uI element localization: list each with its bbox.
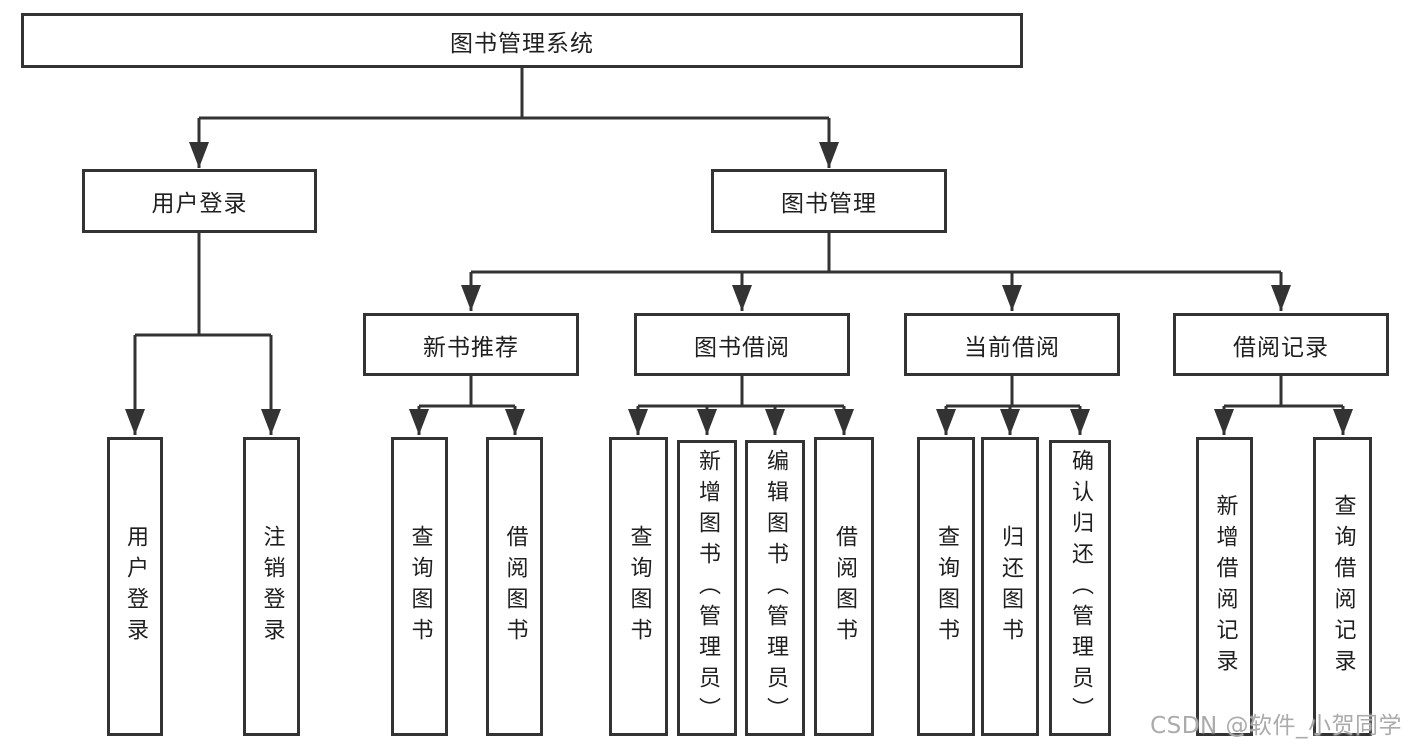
node-root-label: 图书管理系统 [450, 30, 594, 57]
leaf-borrow-books: 借阅图书 [814, 437, 874, 736]
leaf-label: 查询借阅记录 [1330, 493, 1356, 680]
node-borrow-records-label: 借阅记录 [1233, 334, 1329, 361]
node-book-management-label: 图书管理 [781, 191, 877, 217]
leaf-label: 确认归还（管理员） [1068, 448, 1093, 728]
watermark: CSDN @软件_小贺同学 [1150, 713, 1402, 739]
node-new-book-recommend: 新书推荐 [363, 313, 579, 376]
leaf-label: 查询图书 [934, 524, 959, 649]
leaf-query-borrow-record: 查询借阅记录 [1313, 437, 1372, 736]
leaf-query-books-borrow: 查询图书 [609, 437, 668, 736]
node-current-borrow-label: 当前借阅 [964, 334, 1060, 361]
node-user-login-label: 用户登录 [151, 191, 248, 217]
node-user-login: 用户登录 [82, 169, 317, 233]
node-current-borrow: 当前借阅 [904, 313, 1120, 376]
leaf-logout-label: 注销登录 [259, 524, 285, 649]
node-root: 图书管理系统 [21, 13, 1023, 68]
leaf-label: 编辑图书（管理员） [763, 448, 788, 728]
leaf-label: 新增借阅记录 [1212, 493, 1238, 680]
leaf-label: 新增图书（管理员） [695, 448, 720, 728]
node-new-book-recommend-label: 新书推荐 [423, 334, 519, 361]
node-book-management: 图书管理 [711, 169, 947, 233]
tree-rails [135, 66, 1343, 408]
leaf-label: 借阅图书 [832, 524, 857, 649]
leaf-borrow-books-recommend: 借阅图书 [486, 437, 543, 736]
leaf-query-books-recommend: 查询图书 [391, 437, 448, 736]
leaf-add-borrow-record: 新增借阅记录 [1196, 437, 1253, 736]
leaf-confirm-return-admin: 确认归还（管理员） [1049, 440, 1111, 736]
node-borrow-records: 借阅记录 [1173, 313, 1389, 376]
leaf-label: 借阅图书 [502, 524, 528, 649]
leaf-query-books-current: 查询图书 [917, 437, 975, 736]
leaf-label: 查询图书 [626, 524, 652, 649]
node-book-borrow: 图书借阅 [634, 313, 850, 376]
node-book-borrow-label: 图书借阅 [694, 334, 790, 361]
leaf-edit-books-admin: 编辑图书（管理员） [745, 440, 805, 736]
leaf-user-login-label: 用户登录 [123, 524, 148, 649]
leaf-return-books: 归还图书 [981, 437, 1039, 736]
leaf-label: 查询图书 [407, 524, 433, 649]
leaf-add-books-admin: 新增图书（管理员） [677, 440, 737, 736]
leaf-logout: 注销登录 [243, 437, 300, 736]
leaf-label: 归还图书 [998, 524, 1023, 649]
leaf-user-login: 用户登录 [107, 437, 163, 736]
